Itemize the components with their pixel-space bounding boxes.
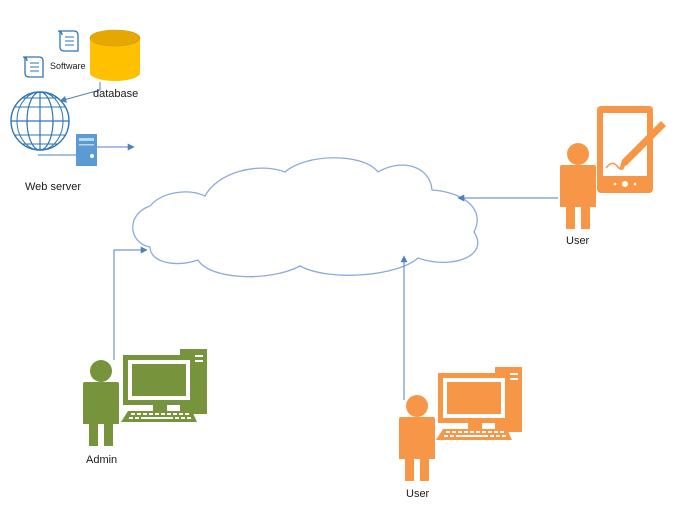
admin-to-cloud-arrow [113, 246, 148, 360]
web-server-label: Web server [25, 181, 82, 193]
database-icon [89, 29, 141, 81]
user-mobile-label: User [566, 235, 590, 247]
scroll-icon [57, 30, 79, 52]
cloud-icon [132, 157, 479, 278]
connectors [38, 82, 558, 400]
user-desktop-label: User [406, 488, 430, 500]
server-icon [76, 134, 97, 166]
database-label: database [93, 88, 139, 100]
globe-icon [10, 91, 70, 151]
user-desktop-person-icon [399, 395, 435, 481]
software-label: Software [50, 61, 86, 71]
admin-person-icon [83, 360, 119, 446]
desktop-computer-icon [121, 349, 207, 422]
admin-label: Admin [86, 454, 118, 466]
database-to-globe-arrow [59, 82, 101, 103]
tablet-pen-icon [597, 106, 666, 193]
user-mobile-person-icon [560, 143, 596, 229]
scroll-icon [22, 56, 44, 78]
desktop-computer-icon [436, 367, 522, 440]
